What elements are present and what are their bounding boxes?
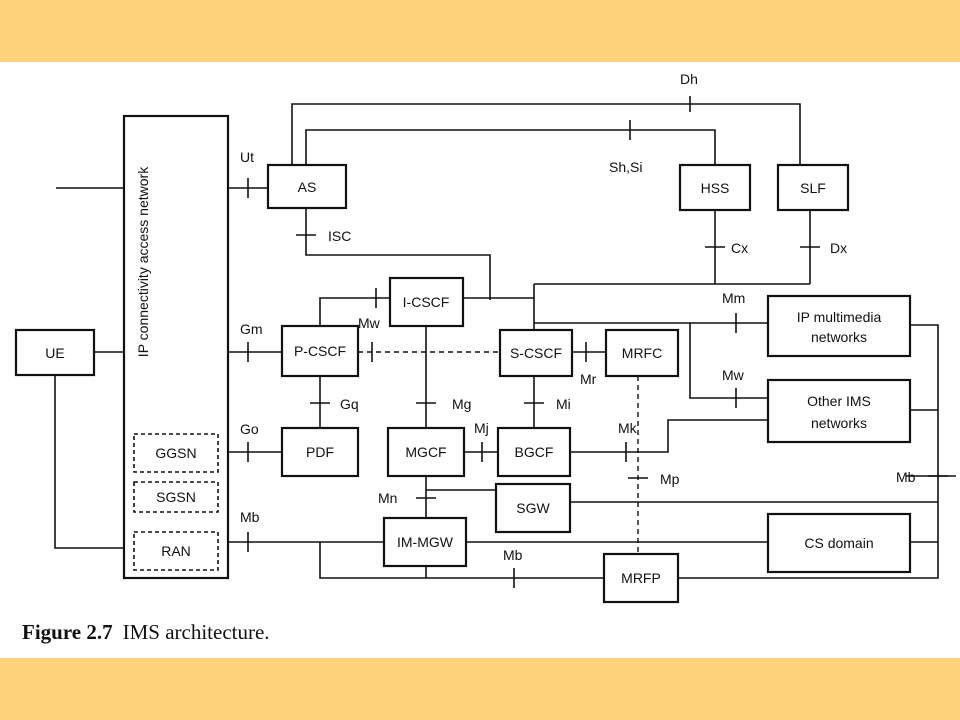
- sgw-label: SGW: [516, 500, 550, 516]
- sgsn-node: SGSN: [133, 481, 219, 513]
- mk-label: Mk: [618, 420, 638, 436]
- as-label: AS: [298, 179, 317, 195]
- im-mgw-label: IM-MGW: [397, 534, 454, 550]
- as-node: AS: [266, 163, 348, 210]
- go-label: Go: [240, 421, 259, 437]
- mrfc-label: MRFC: [622, 345, 662, 361]
- gq-label: Gq: [340, 396, 359, 412]
- ran-label: RAN: [161, 543, 191, 559]
- mg-label: Mg: [452, 396, 471, 412]
- shsi-label: Sh,Si: [609, 159, 642, 175]
- mw-label-2: Mw: [722, 367, 745, 383]
- bottom-band: [0, 658, 960, 720]
- im-mgw-node: IM-MGW: [382, 516, 468, 568]
- ipmm-label-2: networks: [811, 329, 867, 345]
- isc-label: ISC: [328, 228, 351, 244]
- ue-node: UE: [14, 328, 96, 377]
- ipmm-label-1: IP multimedia: [797, 309, 882, 325]
- scscf-node: S-CSCF: [498, 328, 574, 378]
- mb-label-bottom: Mb: [503, 547, 523, 563]
- cs-domain-node: CS domain: [766, 512, 912, 574]
- ut-label: Ut: [240, 149, 254, 165]
- mb-label-right: Mb: [896, 469, 916, 485]
- mj-label: Mj: [474, 420, 489, 436]
- icscf-node: I-CSCF: [388, 276, 465, 328]
- dh-label: Dh: [680, 71, 698, 87]
- icscf-label: I-CSCF: [403, 294, 450, 310]
- other-ims-label-1: Other IMS: [807, 393, 871, 409]
- interface-ticks: [247, 96, 948, 588]
- mb-label-left: Mb: [240, 509, 260, 525]
- figure-number: Figure 2.7: [22, 620, 113, 644]
- other-ims-networks-node: Other IMS networks: [766, 378, 912, 444]
- ggsn-label: GGSN: [155, 445, 196, 461]
- pdf-node: PDF: [280, 426, 360, 478]
- mrfp-label: MRFP: [621, 570, 661, 586]
- mn-label: Mn: [378, 490, 397, 506]
- ip-multimedia-networks-node: IP multimedia networks: [766, 294, 912, 358]
- bgcf-node: BGCF: [496, 426, 572, 478]
- dx-label: Dx: [830, 240, 847, 256]
- hss-label: HSS: [701, 180, 730, 196]
- gm-label: Gm: [240, 321, 263, 337]
- bgcf-label: BGCF: [515, 444, 554, 460]
- pcscf-label: P-CSCF: [294, 343, 346, 359]
- other-ims-label-2: networks: [811, 415, 867, 431]
- figure-title: IMS architecture.: [122, 620, 270, 644]
- mgcf-node: MGCF: [386, 426, 466, 478]
- mr-label: Mr: [580, 371, 597, 387]
- ggsn-node: GGSN: [133, 433, 219, 473]
- mgcf-label: MGCF: [405, 444, 446, 460]
- mrfc-node: MRFC: [604, 328, 680, 378]
- mi-label: Mi: [556, 396, 571, 412]
- ran-node: RAN: [133, 531, 219, 571]
- interface-labels: Dh Ut Sh,Si ISC Cx Dx Gm Mw Mm Mr Mw Gq …: [240, 71, 916, 563]
- mm-label: Mm: [722, 290, 745, 306]
- cx-label: Cx: [731, 240, 748, 256]
- scscf-label: S-CSCF: [510, 345, 562, 361]
- cs-domain-label: CS domain: [804, 535, 873, 551]
- ip-access-label: IP connectivity access network: [135, 166, 151, 357]
- ue-label: UE: [45, 345, 64, 361]
- slf-node: SLF: [776, 163, 850, 212]
- sgw-node: SGW: [494, 482, 572, 534]
- mrfp-node: MRFP: [602, 552, 680, 604]
- pcscf-node: P-CSCF: [280, 324, 360, 378]
- top-band: [0, 0, 960, 62]
- pdf-label: PDF: [306, 444, 334, 460]
- hss-node: HSS: [678, 163, 752, 212]
- slf-label: SLF: [800, 180, 826, 196]
- mp-label: Mp: [660, 471, 680, 487]
- figure-caption: Figure 2.7 IMS architecture.: [22, 620, 270, 645]
- mw-label-1: Mw: [358, 315, 381, 331]
- sgsn-label: SGSN: [156, 489, 196, 505]
